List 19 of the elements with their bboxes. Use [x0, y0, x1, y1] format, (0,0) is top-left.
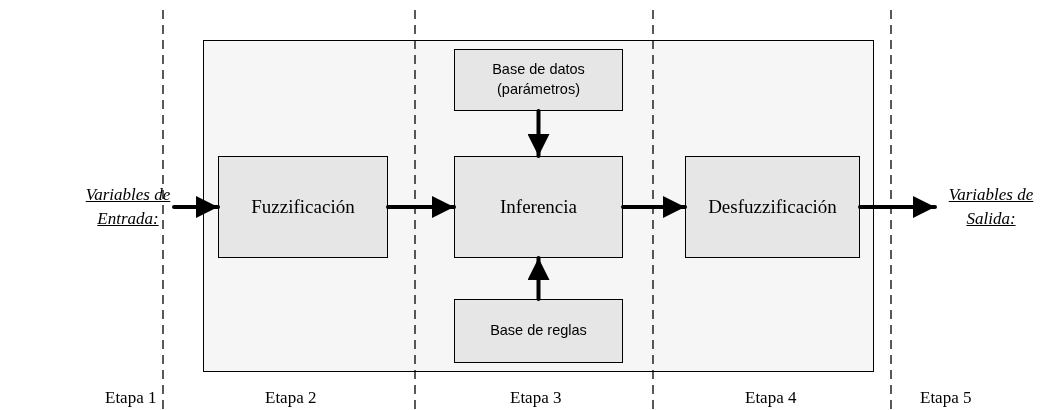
arrow	[527, 109, 550, 158]
system-frame	[203, 40, 874, 372]
process-box: Fuzzificación	[218, 156, 388, 258]
arrow	[386, 196, 456, 218]
arrow	[621, 196, 687, 218]
output-variables-label: Variables de Salida:	[935, 178, 1047, 236]
process-box: Desfuzzificación	[685, 156, 860, 258]
stage-label: Etapa 5	[920, 388, 972, 408]
arrow	[527, 256, 550, 301]
stage-label: Etapa 2	[265, 388, 317, 408]
rule-base-box: Base de reglas	[454, 299, 623, 363]
arrow	[172, 196, 220, 218]
stage-label: Etapa 3	[510, 388, 562, 408]
arrow	[858, 196, 937, 218]
database-box: Base de datos (parámetros)	[454, 49, 623, 111]
stage-label: Etapa 4	[745, 388, 797, 408]
process-box: Inferencia	[454, 156, 623, 258]
stage-label: Etapa 1	[105, 388, 157, 408]
input-variables-label: Variables de Entrada:	[82, 178, 174, 236]
